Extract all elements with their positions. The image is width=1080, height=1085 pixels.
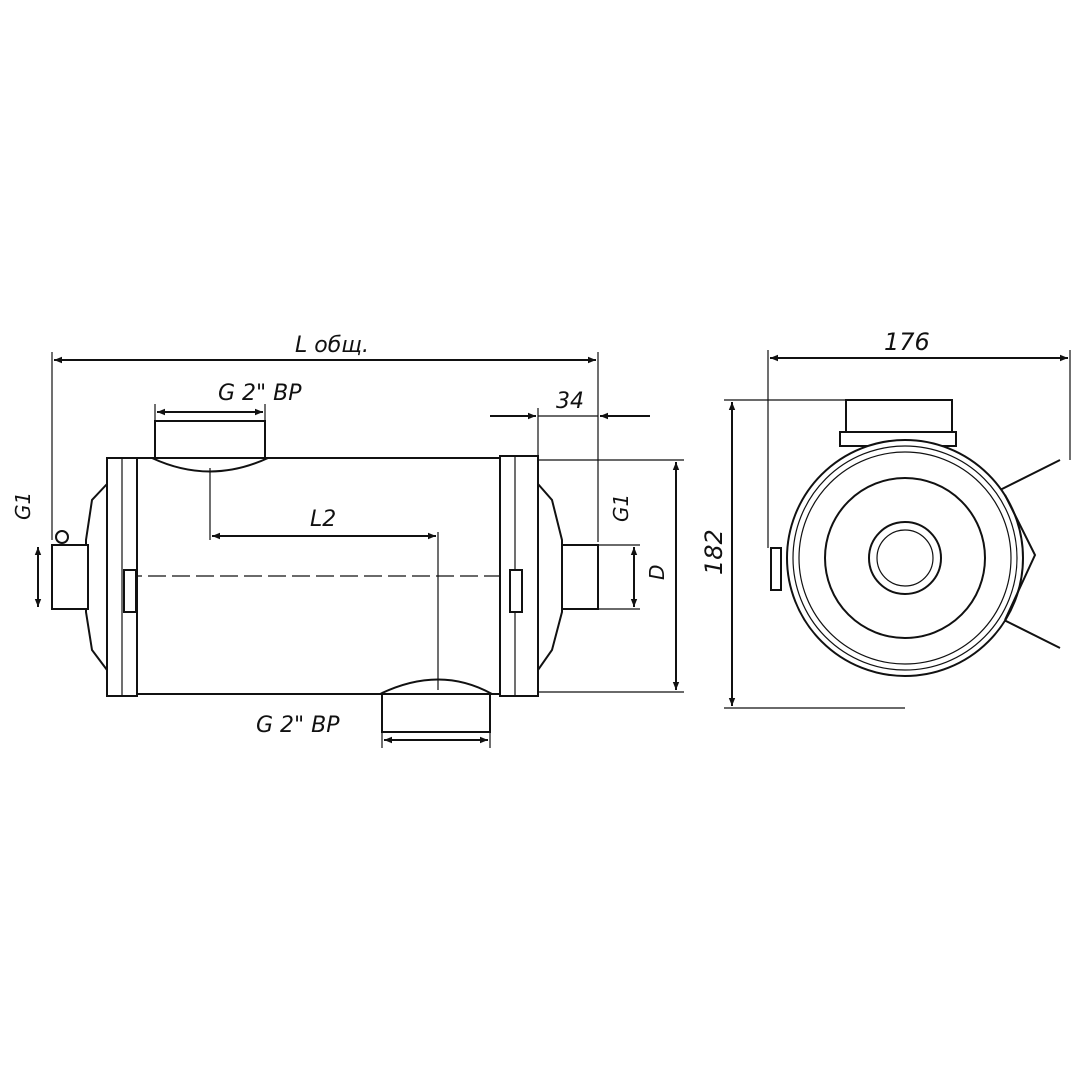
- left-g1-label: G1: [11, 492, 35, 520]
- side-view: L общ. G 2" BP L2 34 G1 G1 D G: [11, 333, 684, 748]
- diameter-label: D: [645, 565, 669, 580]
- bottom-port-dome: [379, 678, 496, 695]
- top-port: [154, 420, 266, 459]
- l2-label: L2: [310, 507, 336, 532]
- bottom-port-label: G 2" BP: [256, 713, 340, 738]
- width-label: 176: [884, 328, 930, 356]
- overall-length-label: L общ.: [295, 333, 369, 358]
- dim-34-label: 34: [556, 389, 584, 414]
- left-nut: [55, 530, 69, 544]
- top-port-label: G 2" BP: [218, 381, 302, 406]
- right-g1-label: G1: [609, 494, 633, 522]
- end-view-inner-bore: [868, 521, 942, 595]
- right-stub: [561, 544, 599, 610]
- height-label: 182: [700, 529, 728, 575]
- end-view: 176 182: [700, 328, 1071, 709]
- top-port-dome: [151, 457, 269, 473]
- bottom-port: [381, 693, 491, 733]
- right-end-cap: [537, 481, 563, 674]
- left-stub: [51, 544, 89, 610]
- left-end-cap: [85, 481, 108, 673]
